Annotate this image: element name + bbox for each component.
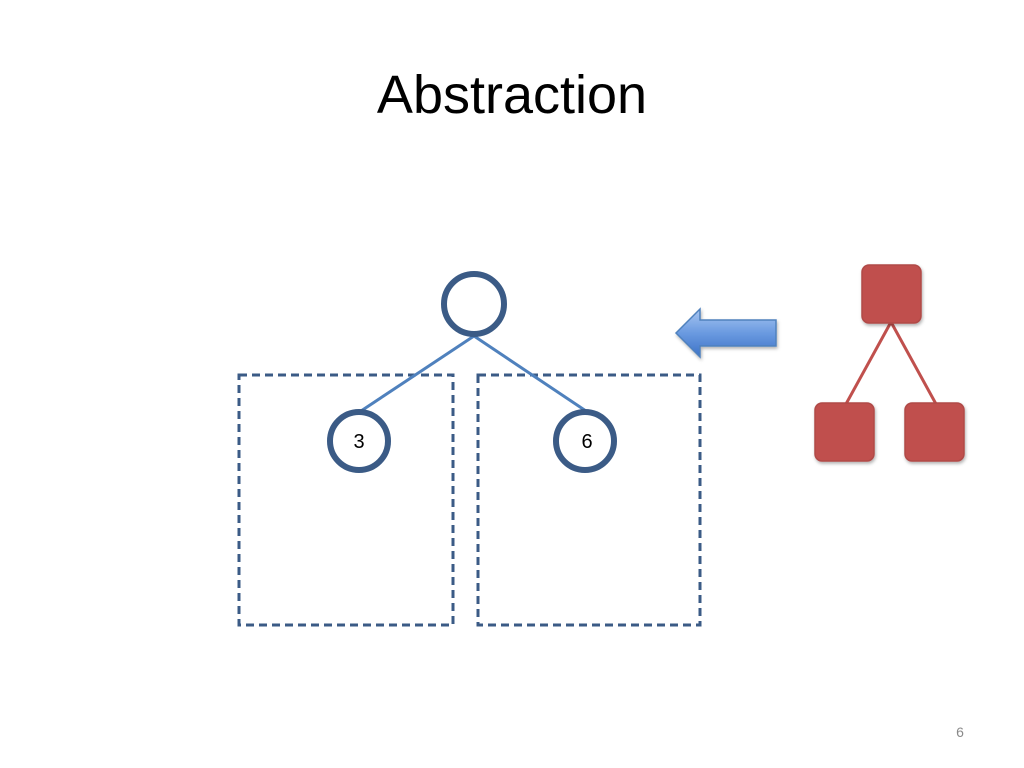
red-left-child-node [814, 402, 875, 462]
red-edge-left [844, 321, 893, 405]
slide-title: Abstraction [376, 65, 648, 125]
red-root-node [861, 264, 922, 324]
red-right-child-node [904, 402, 965, 462]
left-arrow-icon [674, 307, 777, 359]
edge-root-left [360, 334, 475, 413]
right-child-value: 6 [581, 431, 592, 453]
edge-root-right [473, 334, 587, 413]
left-child-value: 3 [353, 431, 364, 453]
left-child-node [327, 409, 391, 473]
right-child-node [553, 409, 617, 473]
right-subtree-box [476, 373, 702, 627]
red-edge-right [889, 321, 938, 405]
left-subtree-box [237, 373, 455, 627]
slide-number: 6 [956, 724, 964, 740]
root-node [441, 271, 507, 337]
